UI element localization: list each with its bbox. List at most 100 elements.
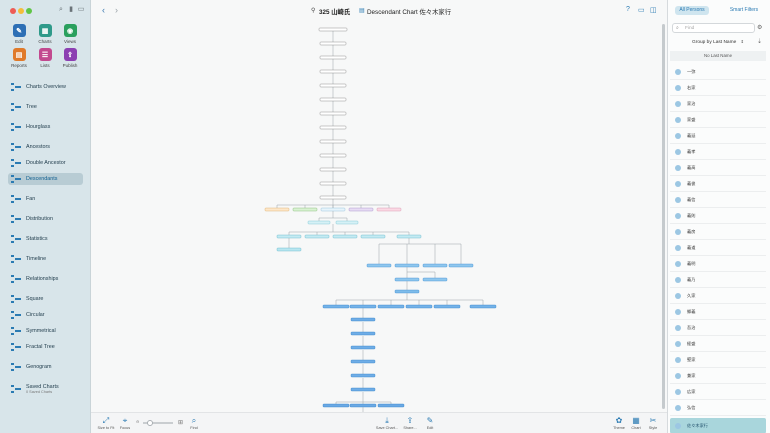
person-list-item[interactable]: 家治 xyxy=(670,96,766,112)
sidebar-item-symmetrical[interactable]: Symmetrical xyxy=(8,325,83,337)
sidebar-item-tree[interactable]: Tree xyxy=(8,101,83,113)
person-list-item[interactable]: 広家 xyxy=(670,384,766,400)
person-node[interactable] xyxy=(396,234,422,239)
person-node[interactable] xyxy=(319,97,347,102)
person-node[interactable] xyxy=(348,207,374,212)
zoom-in-icon[interactable]: ⊞ xyxy=(178,420,184,426)
forward-button[interactable]: › xyxy=(115,5,118,15)
chart-canvas[interactable] xyxy=(91,22,667,412)
person-list-item[interactable]: 久家 xyxy=(670,288,766,304)
person-node[interactable] xyxy=(422,263,448,268)
toolbar-reports-button[interactable]: ▤Reports xyxy=(8,48,30,68)
person-list-item[interactable]: 吾治 xyxy=(670,320,766,336)
gear-icon[interactable]: ⚙ xyxy=(757,25,763,31)
person-node[interactable] xyxy=(350,359,376,364)
person-list-item[interactable]: 義乃 xyxy=(670,272,766,288)
person-node[interactable] xyxy=(350,331,376,336)
person-node[interactable] xyxy=(292,207,318,212)
person-list-item[interactable]: 義房 xyxy=(670,224,766,240)
person-list-item[interactable]: 右家 xyxy=(670,80,766,96)
person-node[interactable] xyxy=(319,181,347,186)
sidebar-item-genogram[interactable]: Genogram xyxy=(8,361,83,373)
person-node[interactable] xyxy=(319,111,347,116)
close-window-button[interactable] xyxy=(10,8,16,14)
toolbar-charts-button[interactable]: ▦Charts xyxy=(34,24,56,44)
style-button[interactable]: ✂ Style xyxy=(646,416,660,430)
person-list-item[interactable]: 家盛 xyxy=(670,112,766,128)
size-to-fit-button[interactable]: ⤢ Size to Fit xyxy=(97,416,115,430)
person-list-item[interactable]: 義俊 xyxy=(670,176,766,192)
person-node[interactable] xyxy=(360,234,386,239)
sidebar-item-descendants[interactable]: Descendants xyxy=(8,173,83,185)
person-node[interactable] xyxy=(350,387,376,392)
person-node[interactable] xyxy=(349,304,377,309)
zoom-slider-thumb[interactable] xyxy=(147,420,153,426)
person-node[interactable] xyxy=(448,263,474,268)
toolbar-edit-button[interactable]: ✎Edit xyxy=(8,24,30,44)
focus-button[interactable]: ⌖ Focus xyxy=(119,416,131,430)
person-node[interactable] xyxy=(377,304,405,309)
person-node[interactable] xyxy=(433,304,461,309)
person-node[interactable] xyxy=(350,317,376,322)
person-node[interactable] xyxy=(322,304,350,309)
sidebar-item-statistics[interactable]: Statistics xyxy=(8,233,83,245)
sidebar-item-double-ancestor[interactable]: Double Ancestor xyxy=(8,157,83,169)
person-node[interactable] xyxy=(322,403,350,408)
person-list-item[interactable]: 一弥 xyxy=(670,64,766,80)
person-list-item[interactable]: 義道 xyxy=(670,240,766,256)
share-button[interactable]: ⇪ Share... xyxy=(401,416,419,430)
person-node[interactable] xyxy=(276,247,302,252)
person-node[interactable] xyxy=(319,69,347,74)
person-list-item[interactable]: 義信 xyxy=(670,192,766,208)
person-node[interactable] xyxy=(350,345,376,350)
person-list-item[interactable]: 佐々木家行 xyxy=(670,418,766,433)
person-node[interactable] xyxy=(318,27,348,32)
back-button[interactable]: ‹ xyxy=(102,5,105,15)
person-node[interactable] xyxy=(276,234,302,239)
inspector-toggle-icon[interactable]: ◫ xyxy=(650,7,657,14)
help-icon[interactable]: ? xyxy=(626,6,630,13)
person-node[interactable] xyxy=(319,55,347,60)
person-node[interactable] xyxy=(304,234,330,239)
person-node[interactable] xyxy=(320,207,346,212)
person-node[interactable] xyxy=(319,83,347,88)
zoom-out-icon[interactable]: ⊖ xyxy=(136,419,140,424)
tab-smart-filters[interactable]: Smart Filters xyxy=(729,7,759,13)
person-node[interactable] xyxy=(332,234,358,239)
zoom-slider[interactable] xyxy=(143,422,173,424)
person-node[interactable] xyxy=(319,125,347,130)
person-list-item[interactable]: 兼家 xyxy=(670,368,766,384)
sidebar-item-charts-overview[interactable]: Charts Overview xyxy=(8,81,83,93)
person-list-item[interactable]: 堅家 xyxy=(670,352,766,368)
paperclip-icon[interactable]: ⌕ xyxy=(59,6,63,13)
sidebar-item-circular[interactable]: Circular xyxy=(8,309,83,321)
save-chart-button[interactable]: ⤓ Save Chart... xyxy=(375,416,399,430)
descendant-chart[interactable] xyxy=(91,22,667,412)
person-list-item[interactable]: 義孝 xyxy=(670,144,766,160)
sidebar-item-square[interactable]: Square xyxy=(8,293,83,305)
edit-chart-button[interactable]: ✎ Edit xyxy=(423,416,437,430)
person-list-item[interactable]: 経盛 xyxy=(670,336,766,352)
sidebar-item-relationships[interactable]: Relationships xyxy=(8,273,83,285)
person-node[interactable] xyxy=(319,139,347,144)
person-node[interactable] xyxy=(349,403,377,408)
person-node[interactable] xyxy=(377,403,405,408)
person-node[interactable] xyxy=(319,195,347,200)
minimize-window-button[interactable] xyxy=(18,8,24,14)
search-field[interactable]: ⌕ Find xyxy=(672,23,755,33)
person-node[interactable] xyxy=(394,277,420,282)
theme-button[interactable]: ✿ Theme xyxy=(613,416,625,430)
person-list-item[interactable]: 義延 xyxy=(670,128,766,144)
sidebar-item-hourglass[interactable]: Hourglass xyxy=(8,121,83,133)
person-node[interactable] xyxy=(366,263,392,268)
sidebar-item-timeline[interactable]: Timeline xyxy=(8,253,83,265)
person-list-item[interactable]: 義則 xyxy=(670,208,766,224)
person-node[interactable] xyxy=(394,289,420,294)
toolbar-publish-button[interactable]: ⇪Publish xyxy=(59,48,81,68)
person-node[interactable] xyxy=(319,167,347,172)
sidebar-item-fan[interactable]: Fan xyxy=(8,193,83,205)
person-node[interactable] xyxy=(335,220,359,225)
person-list-item[interactable]: 義高 xyxy=(670,160,766,176)
zoom-window-button[interactable] xyxy=(26,8,32,14)
